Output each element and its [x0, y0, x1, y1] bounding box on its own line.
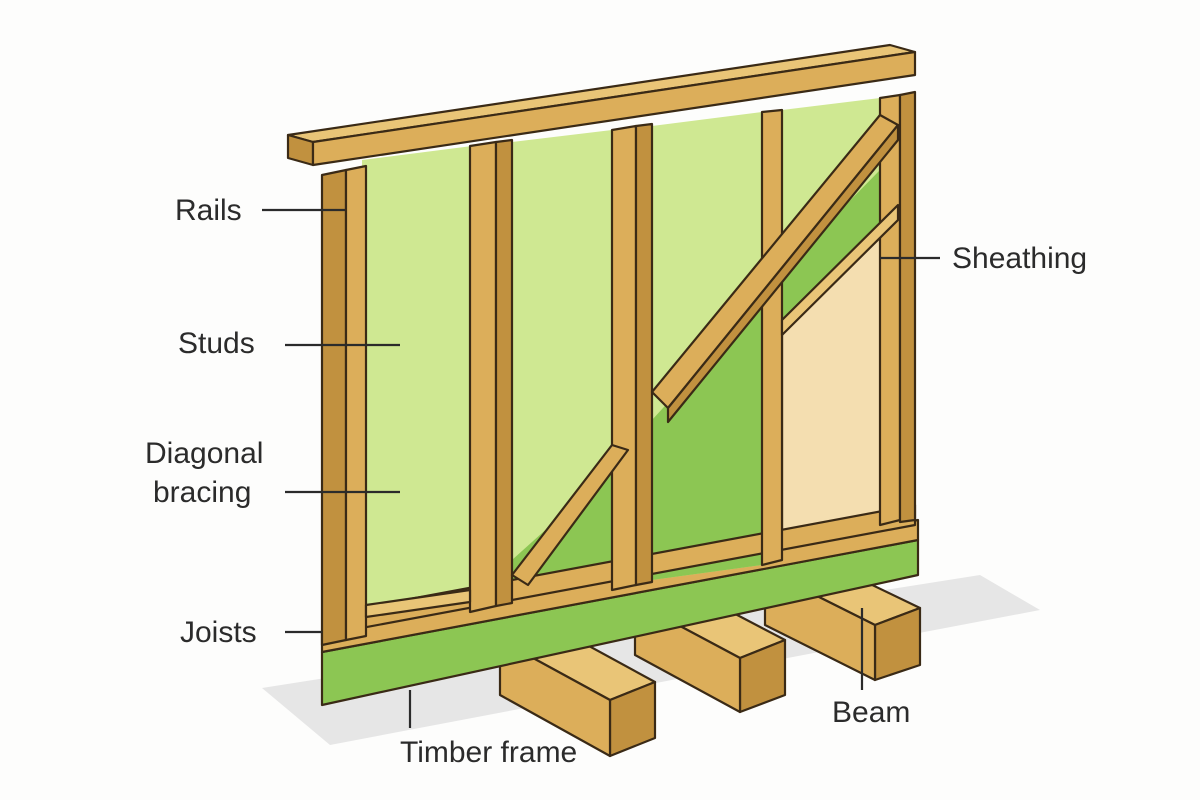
stud-2-side	[494, 138, 514, 608]
stud-left-end	[320, 168, 348, 647]
infill-panel-3-lower	[652, 300, 762, 580]
label-diagonal-bracing-line2: bracing	[153, 476, 251, 509]
stud-2	[468, 140, 498, 614]
label-timber-frame: Timber frame	[400, 736, 577, 769]
top-rail-group	[286, 43, 917, 167]
leader-lines	[262, 208, 940, 728]
stud-3	[610, 124, 638, 592]
label-joists: Joists	[180, 616, 257, 649]
brace-upper-face	[666, 123, 900, 424]
bay-sill	[364, 588, 472, 619]
label-diagonal-bracing-line1: Diagonal	[145, 437, 263, 470]
stud-right-side	[898, 90, 917, 524]
labels: Rails Studs Diagonal bracing Joists Shea…	[145, 194, 1087, 769]
brace-lower	[510, 443, 630, 587]
label-studs: Studs	[178, 327, 255, 360]
stud-3-side	[634, 122, 654, 587]
top-rail-side	[311, 50, 917, 167]
studs-group	[320, 90, 917, 647]
joist-1	[498, 620, 657, 758]
stud-left	[344, 164, 368, 642]
label-rails: Rails	[175, 194, 242, 227]
brace-right	[780, 203, 900, 337]
infill-panel-1	[362, 146, 472, 620]
diagonal-bracing-group	[510, 113, 900, 587]
label-sheathing: Sheathing	[952, 242, 1087, 275]
stud-4	[760, 108, 784, 567]
infill-panel-4-green	[782, 170, 880, 330]
label-beam: Beam	[832, 696, 910, 729]
